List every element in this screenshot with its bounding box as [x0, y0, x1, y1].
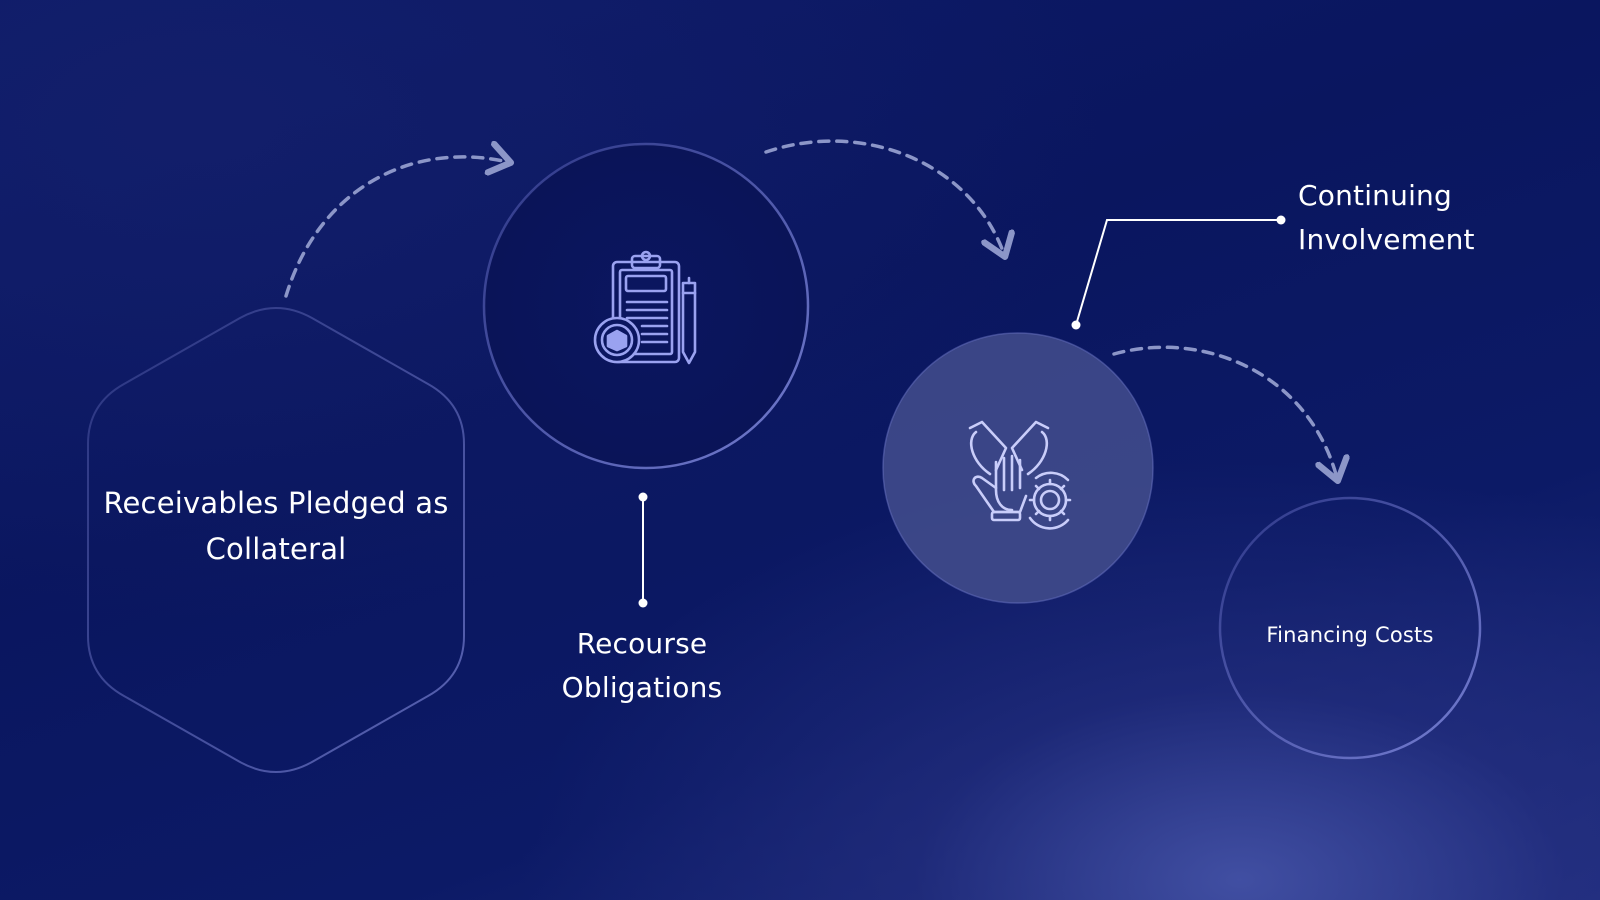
receivables-hexagon — [87, 307, 465, 773]
continuing-label: Continuing Involvement — [1298, 179, 1475, 256]
continuing-connector-dot-start — [1071, 320, 1081, 330]
recourse-connector-dot-top — [638, 492, 648, 502]
clipboard-document-icon — [593, 250, 697, 365]
arrow-receivables-to-recourse — [284, 157, 508, 298]
arrow-recourse-to-continuing — [764, 139, 1004, 254]
financing-label: Financing Costs — [1266, 623, 1434, 647]
recourse-connector-dot-bottom — [638, 598, 648, 608]
recourse-circle — [482, 142, 810, 470]
hands-teamwork-gear-icon — [968, 420, 1072, 530]
continuing-connector-dot-end — [1276, 215, 1286, 225]
recourse-label: Recourse Obligations — [561, 627, 723, 704]
continuing-connector — [1075, 219, 1281, 326]
financing-circle — [1218, 496, 1482, 760]
continuing-circle — [882, 332, 1154, 604]
receivables-label: Receivables Pledged as Collateral — [103, 486, 449, 566]
arrow-continuing-to-financing — [1112, 345, 1337, 478]
